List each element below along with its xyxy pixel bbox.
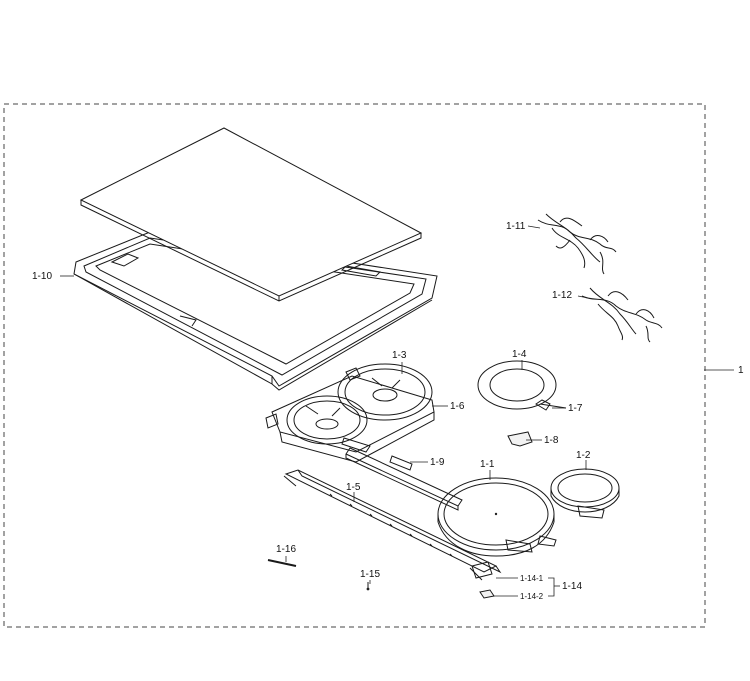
label-1-6: 1-6: [450, 401, 465, 412]
part-support-rail: [345, 447, 463, 511]
assembly-boundary: [3, 103, 706, 628]
part-glass-top: [79, 127, 423, 302]
part-rod: [267, 559, 297, 567]
part-wire-harness-2: [581, 287, 663, 343]
label-1-16: 1-16: [276, 544, 296, 555]
part-screw: [366, 582, 370, 591]
label-1: 1: [738, 365, 744, 376]
part-small-element: [550, 468, 620, 519]
part-clip: [507, 431, 533, 447]
label-1-12: 1-12: [552, 290, 572, 301]
part-large-element: [437, 477, 557, 557]
label-1-9: 1-9: [430, 457, 445, 468]
label-1-14-1: 1-14-1: [520, 574, 544, 583]
label-1-7: 1-7: [568, 403, 583, 414]
label-1-2: 1-2: [576, 450, 591, 461]
label-1-1: 1-1: [480, 459, 495, 470]
part-small-plate: [479, 589, 495, 599]
label-1-4: 1-4: [512, 349, 527, 360]
part-wire-harness-1: [537, 213, 617, 275]
label-1-5: 1-5: [346, 482, 361, 493]
label-1-8: 1-8: [544, 435, 559, 446]
label-1-14-2: 1-14-2: [520, 592, 544, 601]
label-1-14: 1-14: [562, 581, 582, 592]
label-1-3: 1-3: [392, 350, 407, 361]
label-1-15: 1-15: [360, 569, 380, 580]
part-long-bracket: [283, 469, 502, 581]
part-dual-element-bracket: [265, 363, 435, 463]
leader-lines: [60, 225, 734, 597]
label-1-11: 1-11: [506, 221, 526, 232]
part-element-ring: [477, 360, 567, 411]
label-1-10: 1-10: [32, 271, 52, 282]
